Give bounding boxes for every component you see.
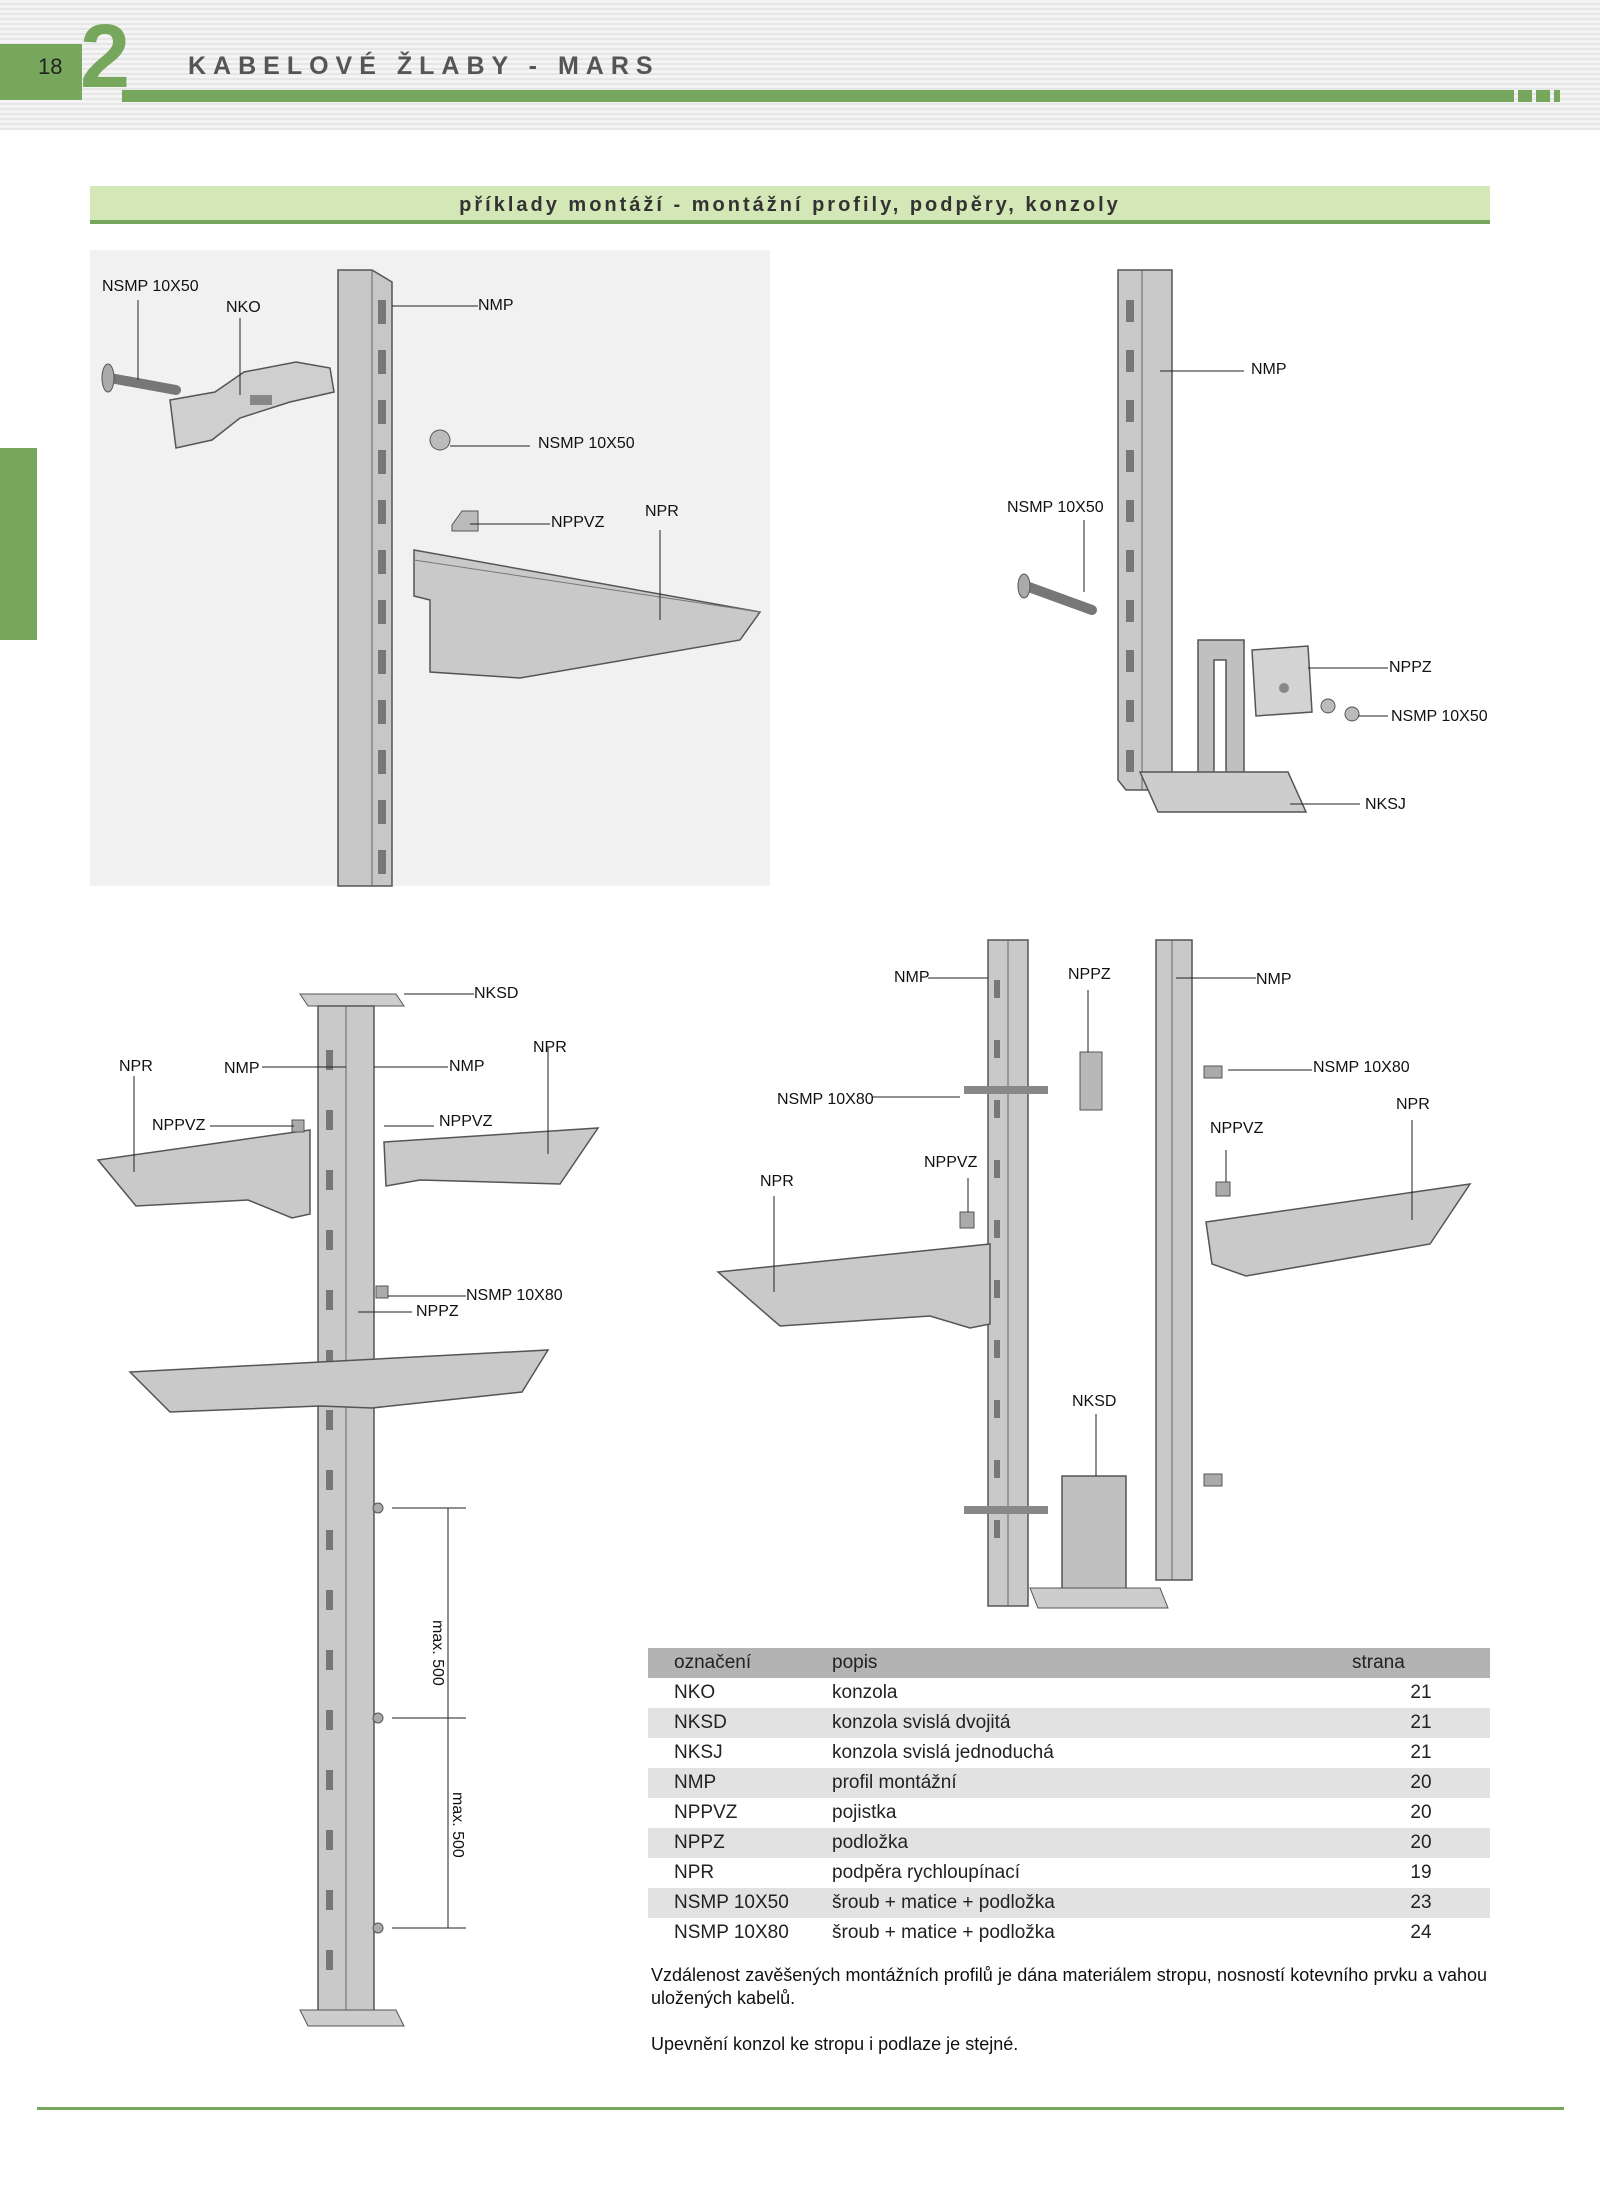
table-row: NMP profil montážní 20 — [648, 1768, 1490, 1798]
label-nksd: NKSD — [1072, 1393, 1117, 1410]
cell-designation: NPPZ — [648, 1828, 832, 1858]
label-nppvz: NPPVZ — [924, 1154, 978, 1171]
cell-description: profil montážní — [832, 1768, 1352, 1798]
cell-page: 20 — [1352, 1798, 1490, 1828]
label-nsmp-10x50: NSMP 10X50 — [1391, 708, 1488, 725]
label-nppvz: NPPVZ — [551, 514, 605, 531]
cell-page: 19 — [1352, 1858, 1490, 1888]
label-nmp: NMP — [1251, 361, 1287, 378]
cell-page: 21 — [1352, 1738, 1490, 1768]
label-npr: NPR — [645, 503, 679, 520]
label-npr: NPR — [1396, 1096, 1430, 1113]
footer-rule — [37, 2107, 1564, 2110]
label-nppvz: NPPVZ — [1210, 1120, 1264, 1137]
cell-designation: NKO — [648, 1678, 832, 1708]
cell-page: 20 — [1352, 1768, 1490, 1798]
label-nsmp-10x50: NSMP 10X50 — [1007, 499, 1104, 516]
cell-designation: NKSD — [648, 1708, 832, 1738]
cell-page: 23 — [1352, 1888, 1490, 1918]
table-row: NPPZ podložka 20 — [648, 1828, 1490, 1858]
cell-description: šroub + matice + podložka — [832, 1918, 1352, 1948]
label-nppz: NPPZ — [1389, 659, 1432, 676]
cell-designation: NSMP 10X50 — [648, 1888, 832, 1918]
column-header-page: strana — [1352, 1648, 1490, 1678]
cell-designation: NPR — [648, 1858, 832, 1888]
header-rule — [122, 90, 1492, 102]
note-paragraph: Upevnění konzol ke stropu i podlaze je s… — [651, 2034, 1019, 2054]
label-nksj: NKSJ — [1365, 796, 1406, 813]
label-nppvz: NPPVZ — [152, 1117, 206, 1134]
cell-designation: NPPVZ — [648, 1798, 832, 1828]
header-band — [0, 0, 1600, 130]
column-header-designation: označení — [648, 1648, 832, 1678]
label-nko: NKO — [226, 299, 261, 316]
table-row: NKSD konzola svislá dvojitá 21 — [648, 1708, 1490, 1738]
label-npr: NPR — [760, 1173, 794, 1190]
label-nsmp-10x80: NSMP 10X80 — [466, 1287, 563, 1304]
cell-designation: NKSJ — [648, 1738, 832, 1768]
cell-page: 21 — [1352, 1678, 1490, 1708]
label-nsmp-10x80: NSMP 10X80 — [1313, 1059, 1410, 1076]
cell-designation: NSMP 10X80 — [648, 1918, 832, 1948]
table-row: NKSJ konzola svislá jednoduchá 21 — [648, 1738, 1490, 1768]
label-nppz: NPPZ — [1068, 966, 1111, 983]
label-nppvz: NPPVZ — [439, 1113, 493, 1130]
table-header-row: označení popis strana — [648, 1648, 1490, 1678]
table-row: NSMP 10X80 šroub + matice + podložka 24 — [648, 1918, 1490, 1948]
side-tab — [0, 448, 37, 640]
label-nmp: NMP — [894, 969, 930, 986]
table-row: NPR podpěra rychloupínací 19 — [648, 1858, 1490, 1888]
table-row: NKO konzola 21 — [648, 1678, 1490, 1708]
label-nmp: NMP — [478, 297, 514, 314]
section-title: příklady montáží - montážní profily, pod… — [459, 194, 1121, 216]
label-nmp: NMP — [224, 1060, 260, 1077]
cell-page: 24 — [1352, 1918, 1490, 1948]
cell-description: konzola svislá jednoduchá — [832, 1738, 1352, 1768]
chapter-number: 2 — [80, 7, 131, 107]
page-number: 18 — [38, 54, 63, 79]
label-nmp: NMP — [1256, 971, 1292, 988]
label-nppz: NPPZ — [416, 1303, 459, 1320]
note-paragraph: Vzdálenost zavěšených montážních profilů… — [651, 1965, 1487, 2008]
label-nsmp-10x50: NSMP 10X50 — [538, 435, 635, 452]
table-row: NPPVZ pojistka 20 — [648, 1798, 1490, 1828]
cell-description: podpěra rychloupínací — [832, 1858, 1352, 1888]
label-npr: NPR — [533, 1039, 567, 1056]
section-title-bar: příklady montáží - montážní profily, pod… — [90, 186, 1490, 224]
column-header-description: popis — [832, 1648, 1352, 1678]
table-row: NSMP 10X50 šroub + matice + podložka 23 — [648, 1888, 1490, 1918]
label-nmp: NMP — [449, 1058, 485, 1075]
label-nksd: NKSD — [474, 985, 519, 1002]
label-npr: NPR — [119, 1058, 153, 1075]
page-number-box — [0, 44, 82, 100]
label-nsmp-10x50: NSMP 10X50 — [102, 278, 199, 295]
cell-description: podložka — [832, 1828, 1352, 1858]
cell-page: 20 — [1352, 1828, 1490, 1858]
label-nsmp-10x80: NSMP 10X80 — [777, 1091, 874, 1108]
parts-table: označení popis strana NKO konzola 21 NKS… — [648, 1648, 1490, 1948]
chapter-title: KABELOVÉ ŽLABY - MARS — [188, 52, 660, 80]
cell-description: šroub + matice + podložka — [832, 1888, 1352, 1918]
cell-description: pojistka — [832, 1798, 1352, 1828]
cell-page: 21 — [1352, 1708, 1490, 1738]
cell-description: konzola svislá dvojitá — [832, 1708, 1352, 1738]
cell-designation: NMP — [648, 1768, 832, 1798]
cell-description: konzola — [832, 1678, 1352, 1708]
